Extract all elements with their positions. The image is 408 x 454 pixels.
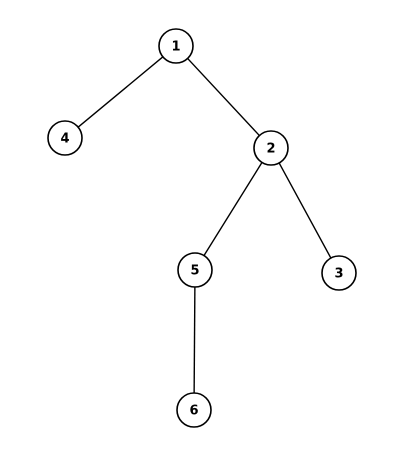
node-circle-5 [177,252,213,288]
edge-1-2 [187,57,260,137]
node-label-6: 6 [189,404,198,419]
node-label-4: 4 [60,132,69,147]
node-label-1: 1 [171,40,180,55]
edge-2-3 [278,162,332,259]
node-circle-2 [253,130,289,166]
node-6: 6 [176,392,212,428]
node-circle-3 [321,255,357,291]
edge-5-6 [193,286,196,394]
edge-2-5 [203,162,263,256]
edges-layer [77,56,332,394]
node-circle-6 [176,392,212,428]
node-2: 2 [253,130,289,166]
node-5: 5 [177,252,213,288]
node-3: 3 [321,255,357,291]
node-circle-1 [158,28,194,64]
node-4: 4 [47,120,83,156]
node-label-5: 5 [190,264,199,279]
node-1: 1 [158,28,194,64]
node-label-2: 2 [266,142,275,157]
node-label-3: 3 [334,267,343,282]
node-circle-4 [47,120,83,156]
nodes-layer: 1 4 2 5 3 6 [47,28,357,428]
edge-1-4 [77,56,164,128]
